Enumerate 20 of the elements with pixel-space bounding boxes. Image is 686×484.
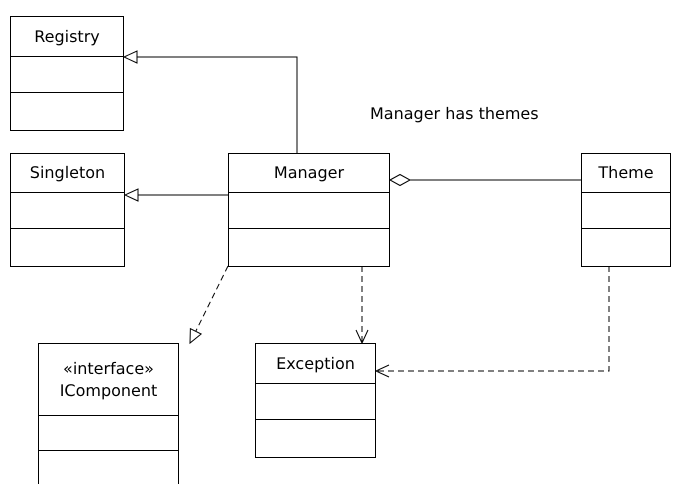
connector-arrow: [124, 188, 228, 202]
class-name: IComponent: [60, 380, 158, 402]
class-name: Registry: [34, 26, 100, 48]
class-box: [581, 153, 671, 267]
association-name: Manager has themes: [370, 103, 539, 125]
class-box: [38, 343, 179, 484]
class-name: Theme: [598, 162, 654, 184]
class-name: Manager: [274, 162, 344, 184]
class-box: [255, 343, 376, 458]
class-box: [228, 153, 390, 267]
stereotype-label: «interface»: [63, 358, 154, 380]
class-box: [10, 153, 125, 267]
connector-arrow: [356, 266, 368, 344]
connector-arrow: [376, 266, 610, 378]
connector-arrow: [124, 50, 298, 154]
aggregation-line: [390, 174, 582, 186]
class-name: Singleton: [30, 162, 106, 184]
class-box: [10, 16, 124, 131]
class-name: Exception: [276, 352, 355, 374]
connector-arrow: [190, 266, 228, 344]
